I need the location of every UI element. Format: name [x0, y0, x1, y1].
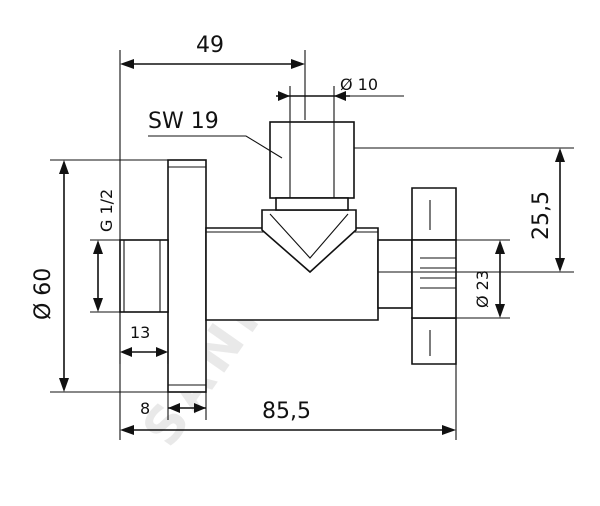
- nut-collar: [275, 197, 349, 211]
- dim-overall-length: 85,5: [262, 399, 311, 424]
- handle-wing-top: [411, 187, 457, 241]
- dim-thread-length: 13: [130, 323, 150, 342]
- wall-rosette: [167, 159, 207, 393]
- handle-wing-bottom: [411, 317, 457, 365]
- dim-handle-diameter: Ø 23: [473, 270, 492, 308]
- dim-rosette-diameter: Ø 60: [31, 268, 56, 320]
- inlet-thread-stub: [119, 239, 169, 313]
- label-wrench-size: SW 19: [148, 109, 219, 134]
- handle-hub: [377, 239, 413, 309]
- dim-length-top: 49: [196, 33, 224, 58]
- hex-nut: [269, 121, 355, 199]
- dim-outlet-pipe: Ø 10: [340, 75, 378, 94]
- dim-rosette-depth: 8: [140, 399, 150, 418]
- dim-outlet-height: 25,5: [529, 191, 554, 240]
- handle-grip: [411, 239, 457, 319]
- dim-inlet-thread: G 1/2: [97, 189, 116, 232]
